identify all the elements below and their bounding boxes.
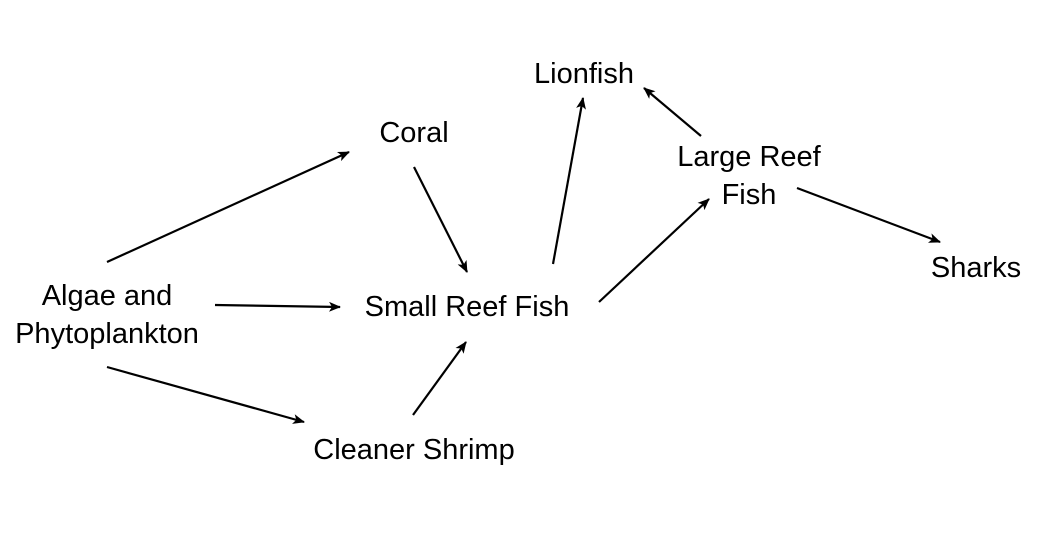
arrow-algae-to-small-reef-fish xyxy=(214,301,341,312)
arrow-algae-to-cleaner-shrimp xyxy=(106,365,305,424)
arrow-large-reef-fish-to-sharks xyxy=(796,186,941,244)
arrow-large-reef-fish-to-lionfish xyxy=(643,87,702,137)
node-label: Sharks xyxy=(930,252,1022,284)
node-label: Small Reef Fish xyxy=(364,291,570,323)
arrow-small-reef-fish-to-lionfish xyxy=(551,97,586,265)
node-label-line: Large Reef xyxy=(677,141,821,173)
node-algae-and-phytoplankton: Algae and Phytoplankton xyxy=(0,277,214,353)
arrow-small-reef-fish-to-large-reef-fish xyxy=(598,198,710,303)
node-label-line: Algae and xyxy=(41,280,173,312)
node-label: Lionfish xyxy=(534,58,634,90)
node-coral: Coral xyxy=(354,114,474,152)
node-label-line: Fish xyxy=(721,179,777,211)
node-label-line: Phytoplankton xyxy=(15,318,199,350)
node-lionfish: Lionfish xyxy=(514,55,654,93)
arrow-cleaner-shrimp-to-small-reef-fish xyxy=(412,341,467,416)
node-label: Coral xyxy=(379,117,449,149)
arrow-coral-to-small-reef-fish xyxy=(413,166,468,273)
node-small-reef-fish: Small Reef Fish xyxy=(344,288,590,326)
arrow-algae-to-coral xyxy=(106,150,350,264)
node-sharks: Sharks xyxy=(916,249,1036,287)
node-label: Cleaner Shrimp xyxy=(313,434,515,466)
node-large-reef-fish: Large Reef Fish xyxy=(654,138,844,214)
arrow-group xyxy=(106,87,941,424)
node-cleaner-shrimp: Cleaner Shrimp xyxy=(294,431,534,469)
